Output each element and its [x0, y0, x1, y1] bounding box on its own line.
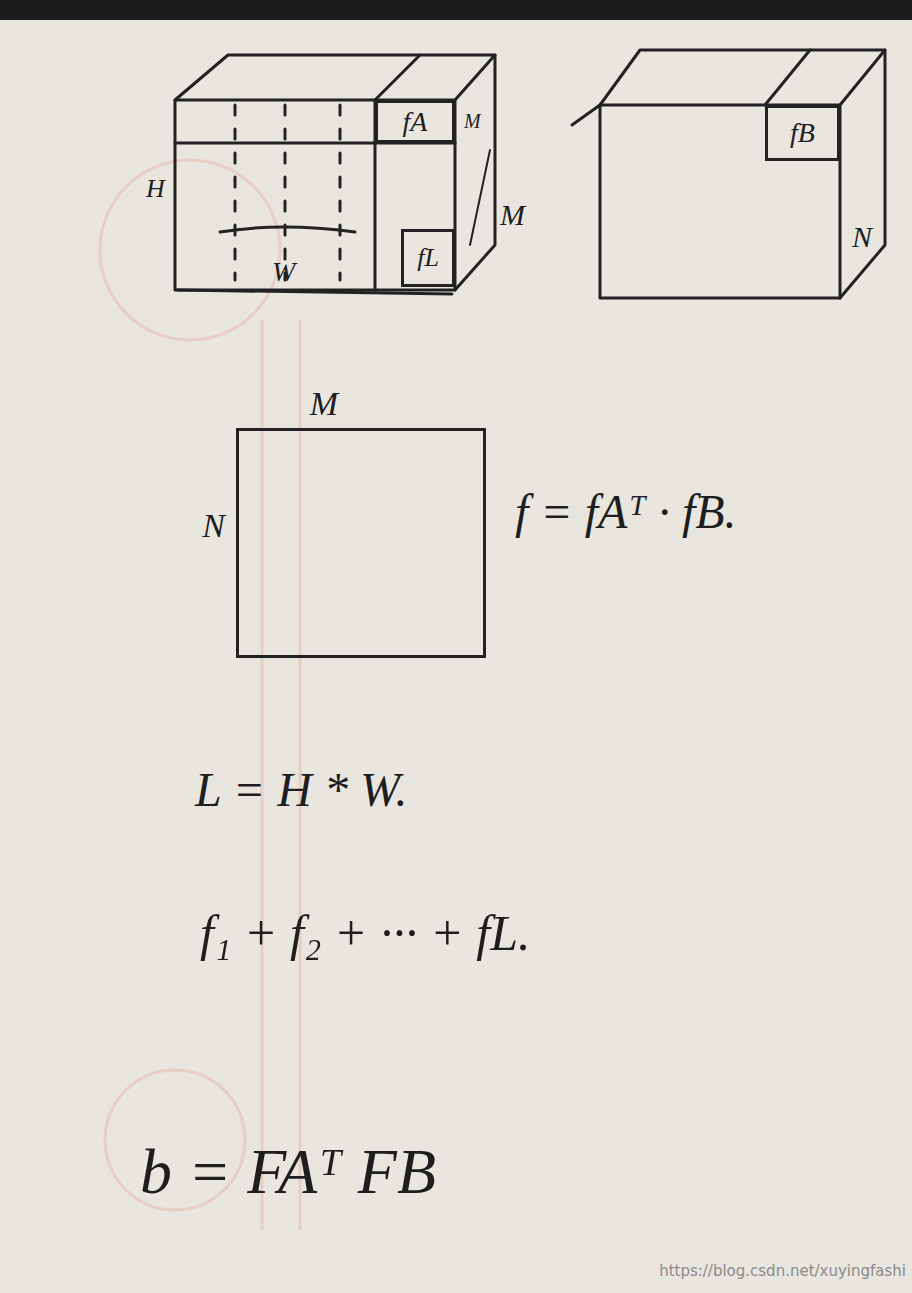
- feature-label: fL: [417, 245, 439, 271]
- formula: b = FAᵀ FB: [140, 1140, 436, 1204]
- watermark: https://blog.csdn.net/xuyingfashi: [659, 1264, 906, 1279]
- dimension-label: H: [146, 176, 165, 202]
- formula: L = H * W.: [195, 766, 407, 814]
- dimension-label: M: [464, 111, 481, 131]
- formula: f₁ + f₂ + ··· + fL.: [200, 908, 530, 958]
- feature-label: fB: [790, 119, 815, 147]
- dimension-label: M: [310, 387, 338, 421]
- dimension-label: N: [202, 509, 225, 543]
- dimension-label: W: [272, 258, 295, 286]
- feature-label: fA: [403, 108, 428, 136]
- feature-box: fA: [375, 100, 455, 143]
- dimension-label: M: [500, 200, 525, 230]
- formula: f = fAᵀ · fB.: [515, 488, 737, 536]
- dimension-label: N: [852, 222, 872, 252]
- matrix-square: MN: [236, 428, 486, 658]
- feature-box: fB: [765, 105, 840, 161]
- feature-box: fL: [401, 229, 455, 287]
